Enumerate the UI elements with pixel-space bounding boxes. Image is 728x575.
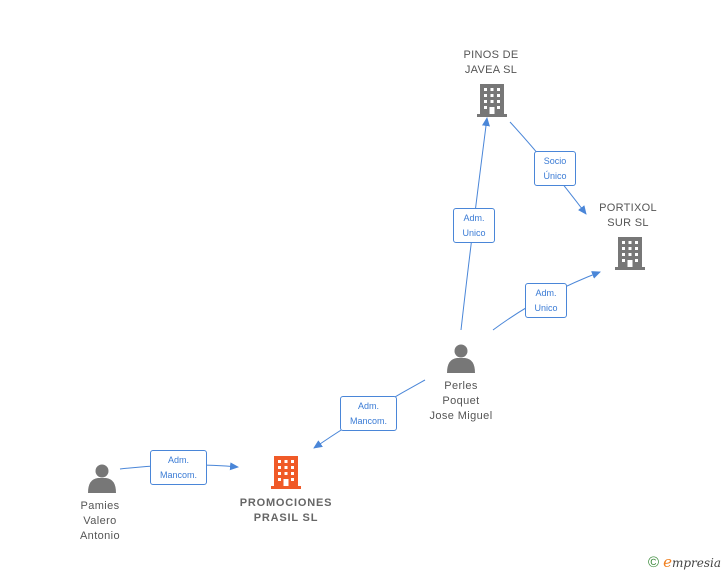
main-building-icon[interactable] bbox=[271, 456, 301, 489]
brand-logo-name: mpresia bbox=[671, 556, 722, 570]
edge-label-adm-mancom-perles: Adm. Mancom. bbox=[340, 396, 397, 431]
edge-label-socio-unico: Socio Único bbox=[534, 151, 576, 186]
building-icon[interactable] bbox=[615, 237, 645, 270]
node-label-perles-poquet[interactable]: Perles Poquet Jose Miguel bbox=[429, 380, 493, 422]
person-icon[interactable] bbox=[447, 344, 475, 374]
edge-label-adm-mancom-pamies: Adm. Mancom. bbox=[150, 450, 207, 485]
building-icon[interactable] bbox=[477, 84, 507, 117]
copyright-symbol: © bbox=[648, 554, 660, 571]
node-label-pamies-valero[interactable]: Pamies Valero Antonio bbox=[79, 500, 121, 542]
node-label-pinos-de-javea[interactable]: PINOS DE JAVEA SL bbox=[463, 49, 519, 76]
edge-label-adm-unico-pinos: Adm. Unico bbox=[453, 208, 495, 243]
brand-logo-initial: e bbox=[663, 553, 672, 571]
node-label-promociones-prasil[interactable]: PROMOCIONES PRASIL SL bbox=[239, 497, 333, 524]
empresia-brand[interactable]: ©empresia bbox=[648, 553, 721, 571]
node-label-portixol-sur[interactable]: PORTIXOL SUR SL bbox=[599, 202, 657, 229]
edge-label-adm-unico-portixol: Adm. Unico bbox=[525, 283, 567, 318]
person-icon[interactable] bbox=[88, 464, 116, 494]
